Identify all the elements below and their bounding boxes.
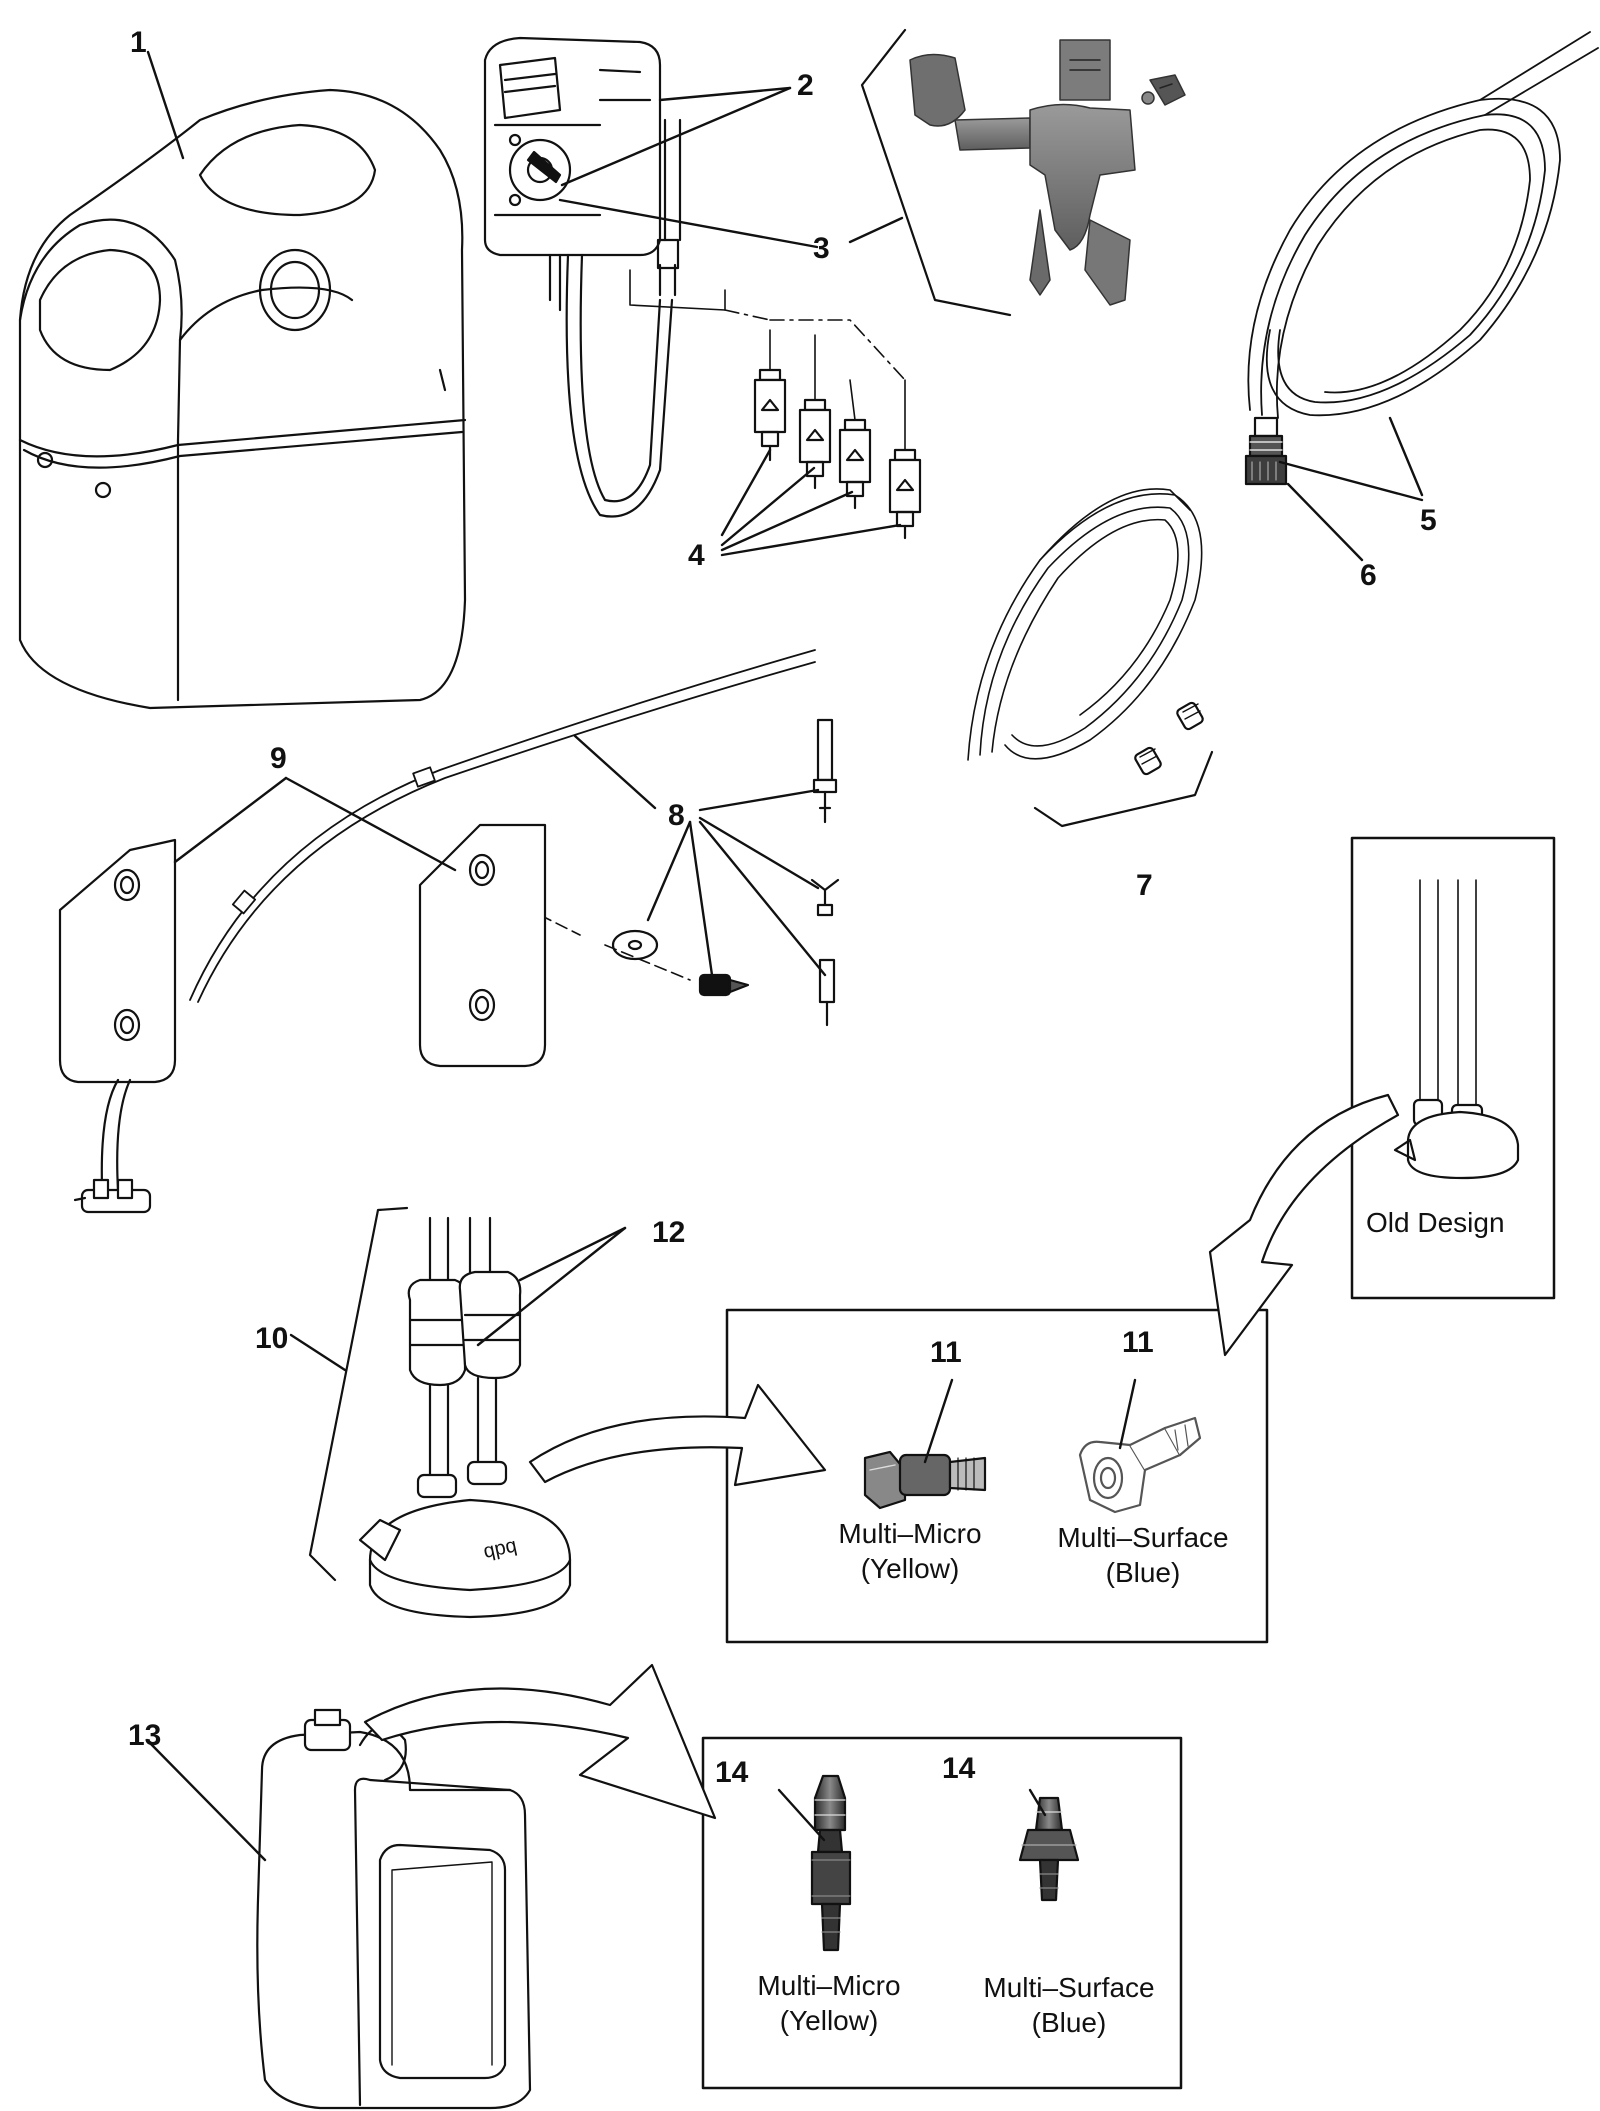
- surface-coupler: [1078, 1416, 1202, 1514]
- tubing-pair: [189, 649, 816, 1003]
- wall-proportioner: [483, 36, 682, 518]
- cap-tube-assembly: qpq: [358, 1216, 572, 1619]
- bracket-7: [1033, 750, 1214, 828]
- callout-14-micro: 14: [715, 1756, 749, 1789]
- surface-coupler-name: Multi–Surface: [1057, 1522, 1228, 1553]
- tube-end-connector: [73, 1078, 152, 1214]
- selector-valve: [909, 39, 1186, 306]
- check-valves: [753, 368, 922, 540]
- micro-plug-name: Multi–Micro: [757, 1970, 900, 2001]
- callout-13: 13: [128, 1719, 161, 1752]
- surface-plug-name: Multi–Surface: [983, 1972, 1154, 2003]
- callout-6: 6: [1360, 559, 1377, 592]
- micro-coupler-name: Multi–Micro: [838, 1518, 981, 1549]
- mounting-plate-right: [418, 823, 547, 1068]
- callout-12: 12: [652, 1216, 685, 1249]
- plug-panel: [701, 1736, 1183, 2090]
- arrow-cap-to-coupler: [528, 1383, 827, 1487]
- tube-clamps: [1134, 701, 1204, 776]
- surface-plug-color: (Blue): [1032, 2007, 1107, 2038]
- tube-coil-large: [1247, 31, 1599, 419]
- micro-plug-color: (Yellow): [780, 2005, 879, 2036]
- mounting-plate-left: [58, 838, 177, 1084]
- coupler-panel: [725, 1308, 1269, 1644]
- callout-7: 7: [1136, 869, 1153, 902]
- leader-lines: [145, 50, 1424, 1862]
- callout-14-surface: 14: [942, 1752, 976, 1785]
- washer-and-screw: [611, 929, 750, 997]
- bracket-10: [308, 1206, 409, 1582]
- old-design-label: Old Design: [1366, 1207, 1505, 1238]
- arrow-container-to-plug: [363, 1663, 717, 1820]
- callout-1: 1: [130, 26, 147, 59]
- callout-10: 10: [255, 1322, 288, 1355]
- callout-2: 2: [797, 69, 814, 102]
- captions: Old Design Multi–Micro (Yellow) Multi–Su…: [757, 1207, 1504, 2038]
- callout-8: 8: [668, 799, 685, 832]
- old-design-panel: [1350, 836, 1556, 1300]
- surface-coupler-color: (Blue): [1106, 1557, 1181, 1588]
- callout-9: 9: [270, 742, 287, 775]
- bracket-3: [860, 28, 1012, 317]
- callout-numbers: 1 2 3 4 5 6 7 8 9 10 11 11 12 13 14 14: [128, 26, 1437, 1789]
- arrow-old-to-coupler: [1208, 1093, 1400, 1357]
- dispenser-cabinet: [18, 88, 467, 710]
- micro-coupler: [863, 1450, 987, 1510]
- tube-routing: [629, 269, 906, 451]
- callout-11-micro: 11: [930, 1336, 962, 1369]
- surface-plug: [1018, 1796, 1080, 1902]
- micro-coupler-color: (Yellow): [861, 1553, 960, 1584]
- micro-plug: [810, 1774, 852, 1952]
- inline-fittings: [810, 718, 840, 1027]
- tube-coil-small: [967, 488, 1203, 761]
- callout-3: 3: [813, 232, 830, 265]
- solution-container: [256, 1708, 532, 2110]
- old-design-cap: [1393, 879, 1520, 1180]
- callout-4: 4: [688, 539, 705, 572]
- callout-5: 5: [1420, 504, 1437, 537]
- callout-11-surface: 11: [1122, 1326, 1154, 1359]
- foot-valve: [1244, 416, 1288, 486]
